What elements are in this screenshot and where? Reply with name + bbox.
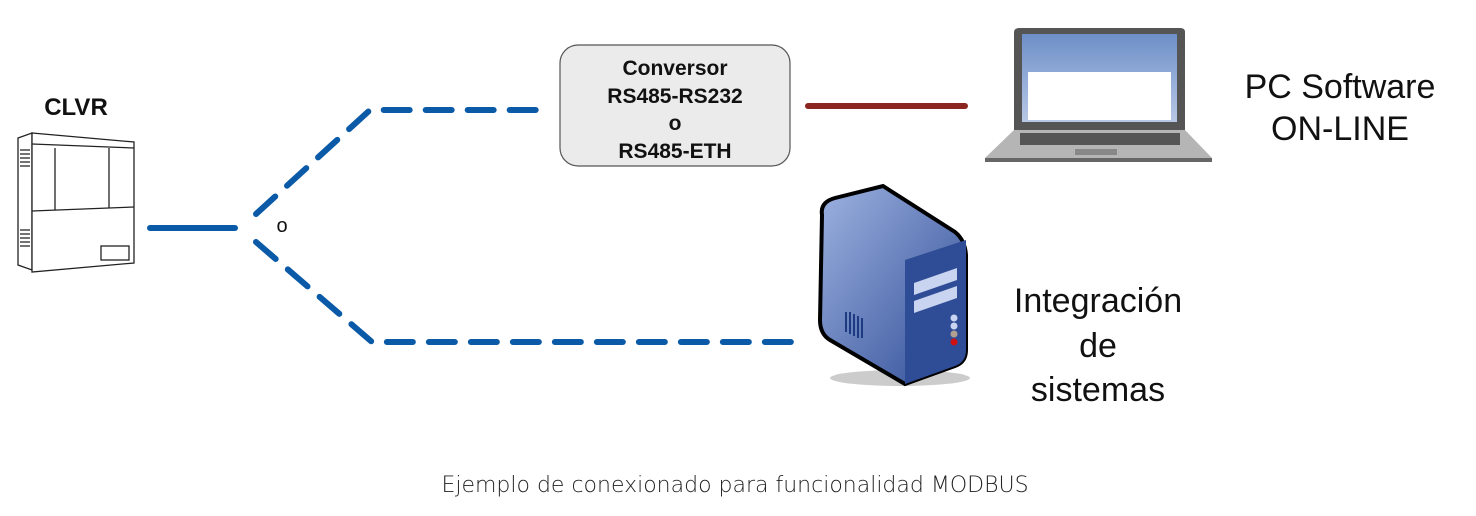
rs485-connections [147,107,798,345]
converter-line: o [669,112,682,135]
converter-line: RS485-RS232 [607,85,742,108]
integration-label: Integración [1014,282,1182,320]
integration-label: sistemas [1031,371,1165,409]
figure-caption: Ejemplo de conexionado para funcionalida… [441,473,1028,498]
server-icon [817,183,970,387]
laptop-icon [985,28,1212,162]
converter-line: RS485-ETH [618,140,731,163]
or-label: o [276,215,287,237]
rs485-upper-dashed-line [253,107,548,217]
pc-software-label: ON-LINE [1271,110,1409,148]
converter-box: Conversor RS485-RS232 o RS485-ETH [559,44,791,167]
clvr-label: CLVR [44,94,108,121]
rs485-lower-dashed-line [253,239,798,345]
integration-label: de [1079,327,1117,365]
clvr-device-icon [17,132,135,273]
converter-line: Conversor [622,57,727,80]
pc-software-label: PC Software [1245,68,1436,106]
